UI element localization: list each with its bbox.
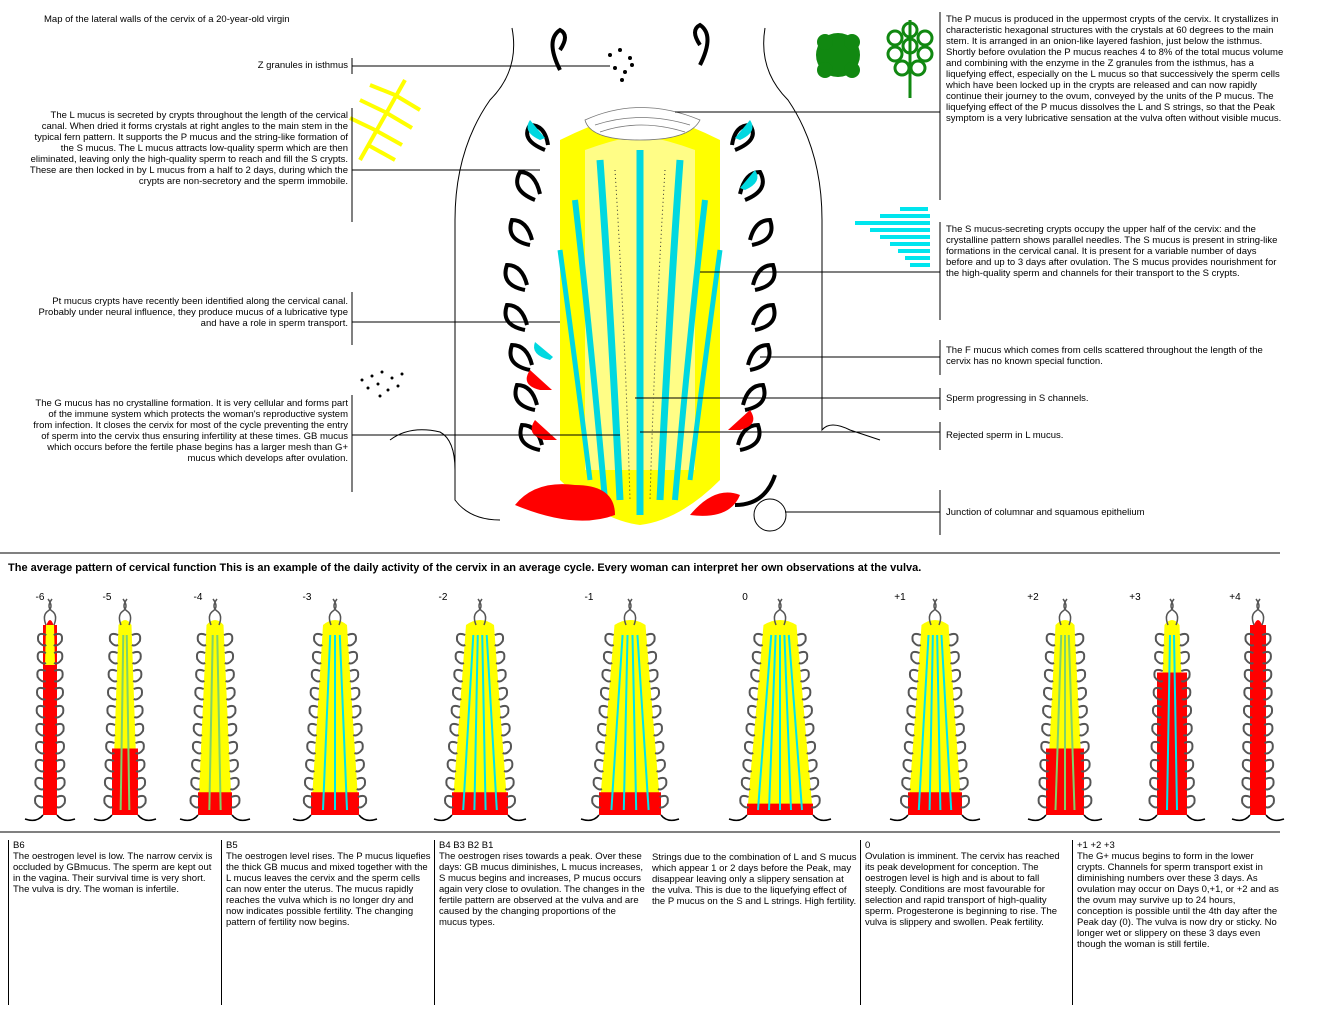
cycle-strip <box>25 599 75 820</box>
day-label: -6 <box>25 592 55 603</box>
g-mucus-label: The G mucus has no crystalline formation… <box>28 398 348 464</box>
phase-box-text: The oestrogen level rises. The P mucus l… <box>226 851 431 928</box>
day-label: -3 <box>292 592 322 603</box>
cycle-strip <box>890 599 980 820</box>
phase-box-head: 0 <box>865 840 1070 851</box>
cycle-strip <box>434 599 526 820</box>
g-mucus-dots-icon <box>361 371 404 398</box>
phase-box-head: +1 +2 +3 <box>1077 840 1282 851</box>
day-label: -4 <box>183 592 213 603</box>
s-mucus-label: The S mucus-secreting crypts occupy the … <box>946 224 1286 279</box>
l-mucus-fern-icon <box>350 80 420 160</box>
map-title: Map of the lateral walls of the cervix o… <box>44 14 364 25</box>
phase-box-text: Ovulation is imminent. The cervix has re… <box>865 851 1060 928</box>
uterus-outline-right <box>764 28 880 440</box>
phase-box-post: +1 +2 +3 The G+ mucus begins to form in … <box>1072 840 1282 1005</box>
day-label: 0 <box>730 592 760 603</box>
phase-box-b5: B5 The oestrogen level rises. The P mucu… <box>221 840 431 1005</box>
cycle-strip <box>1232 599 1284 820</box>
phase-box-text: Strings due to the combination of L and … <box>652 852 857 907</box>
cycle-strip <box>729 599 831 820</box>
p-mucus-label: The P mucus is produced in the uppermost… <box>946 14 1286 124</box>
phase-box-text: The G+ mucus begins to form in the lower… <box>1077 851 1279 950</box>
day-label: -1 <box>574 592 604 603</box>
cycle-strip <box>94 599 156 820</box>
day-label: -5 <box>92 592 122 603</box>
phase-box-head: B4 B3 B2 B1 <box>439 840 645 851</box>
f-mucus-label: The F mucus which comes from cells scatt… <box>946 345 1286 367</box>
cycle-strip <box>180 599 250 820</box>
cycle-strip <box>1139 599 1205 820</box>
cycle-strips <box>25 599 1284 820</box>
phase-box-head: B5 <box>226 840 431 851</box>
day-label: -2 <box>428 592 458 603</box>
sperm-s-label: Sperm progressing in S channels. <box>946 393 1286 404</box>
l-mucus-label: The L mucus is secreted by crypts throug… <box>28 110 348 187</box>
sperm-l-label: Rejected sperm in L mucus. <box>946 430 1286 441</box>
day-label: +3 <box>1120 592 1150 603</box>
phase-box-text: The oestrogen rises towards a peak. Over… <box>439 851 645 928</box>
phase-box-strings: Strings due to the combination of L and … <box>648 852 857 1002</box>
cycle-heading: The average pattern of cervical function… <box>8 563 1288 574</box>
cycle-strip <box>1028 599 1102 820</box>
vaginal-wall-left <box>390 430 455 470</box>
phase-box-head: B6 <box>13 840 218 851</box>
s-mucus-needles-icon <box>855 207 930 267</box>
phase-box-ovulation: 0 Ovulation is imminent. The cervix has … <box>860 840 1070 1005</box>
day-label: +4 <box>1220 592 1250 603</box>
junction-marker <box>754 499 786 531</box>
day-label: +2 <box>1018 592 1048 603</box>
cervical-canal <box>560 108 720 526</box>
phase-box-b6: B6 The oestrogen level is low. The narro… <box>8 840 218 1005</box>
cycle-strip <box>581 599 679 820</box>
junction-label: Junction of columnar and squamous epithe… <box>946 507 1286 518</box>
phase-box-text: The oestrogen level is low. The narrow c… <box>13 851 212 895</box>
z-granules <box>608 48 634 82</box>
p-mucus-crystal-icon <box>816 20 932 98</box>
pt-mucus-label: Pt mucus crypts have recently been ident… <box>28 296 348 329</box>
phase-box-b4-b1: B4 B3 B2 B1 The oestrogen rises towards … <box>434 840 645 1005</box>
cycle-strip <box>293 599 377 820</box>
day-label: +1 <box>885 592 915 603</box>
z-granules-label: Z granules in isthmus <box>200 60 348 71</box>
